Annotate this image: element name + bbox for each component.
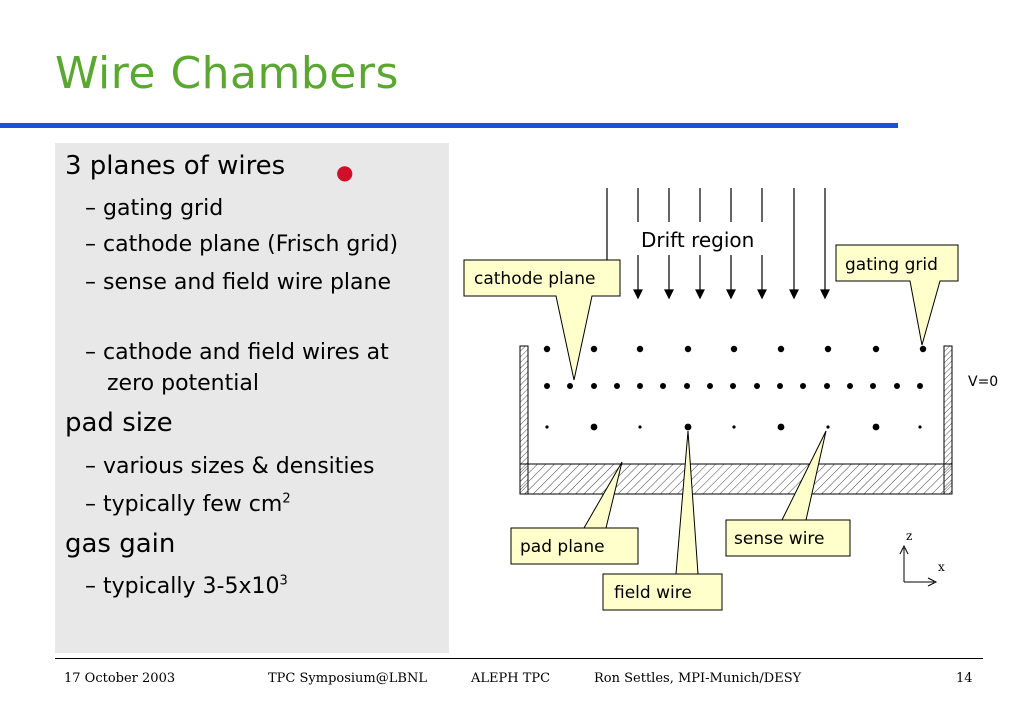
footer-event: TPC Symposium@LBNL [268,671,427,686]
cathode-plane-label: cathode plane [474,269,595,289]
sense-field-wires [545,423,922,431]
axis-indicator [899,544,938,587]
drift-region-label: Drift region [641,228,754,252]
gating-grid-label: gating grid [845,255,938,275]
footer-date: 17 October 2003 [64,671,176,686]
sub-bullet-pad-sizes: – various sizes & densities [85,454,375,479]
bullet-marker-dot: ● [336,160,354,184]
sub-bullet-sense-field: – sense and field wire plane [85,270,392,295]
footer-author: Ron Settles, MPI-Munich/DESY [594,671,802,686]
title-underline [0,123,898,128]
bullet-planes: 3 planes of wires [65,151,286,181]
sub-bullet-zero-potential-1: – cathode and field wires at [85,340,389,365]
sub-bullet-gain-typical: – typically 3-5x103 [85,571,288,602]
z-axis-label: z [906,529,912,543]
pad-typical-exponent: 2 [282,491,291,507]
gating-grid-wires [543,345,927,353]
sub-bullet-gating: – gating grid [85,196,224,221]
bullet-pad-size: pad size [65,408,173,438]
cathode-plane-wires [544,383,923,389]
gating-grid-callout: gating grid [835,244,959,346]
pad-plane-surface [519,463,953,495]
sub-bullet-pad-typical: – typically few cm2 [85,489,291,520]
drift-field-arrows [606,188,830,300]
gain-typical-exponent: 3 [279,573,288,589]
x-axis-label: x [938,560,945,574]
field-wire-label: field wire [614,583,692,603]
bullet-panel: 3 planes of wires – gating grid – cathod… [55,143,449,653]
footer-page-number: 14 [956,671,973,686]
zero-potential-label: V=0 [968,374,998,390]
field-wire-callout: field wire [602,430,723,611]
footer-project: ALEPH TPC [471,671,551,686]
sub-bullet-cathode: – cathode plane (Frisch grid) [85,232,399,257]
gain-typical-text: – typically 3-5x10 [85,574,280,599]
sense-wire-label: sense wire [734,529,825,549]
footer-rule [55,658,983,659]
sub-bullet-zero-potential-2: zero potential [107,371,259,396]
sense-wire-callout: sense wire [725,430,851,557]
slide-title: Wire Chambers [55,48,399,99]
pad-typical-text: – typically few cm [85,492,283,517]
pad-plane-label: pad plane [520,537,605,557]
pad-plane-callout: pad plane [510,461,639,565]
cathode-plane-callout: cathode plane [463,259,621,381]
bullet-gas-gain: gas gain [65,529,176,559]
